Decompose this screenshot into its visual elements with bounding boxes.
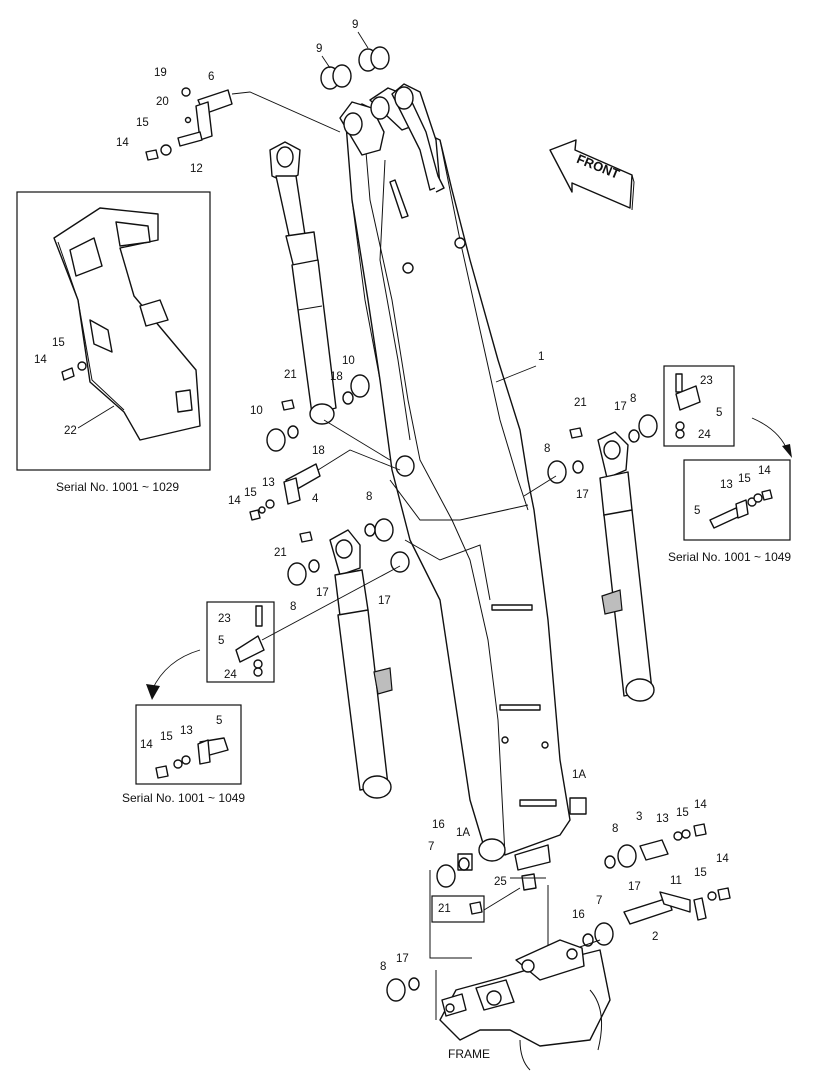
label-11: 11 <box>670 875 682 887</box>
label-19: 19 <box>154 67 167 79</box>
label-8a: 8 <box>366 491 372 503</box>
label-9a: 9 <box>316 43 322 55</box>
label-14a: 14 <box>116 137 129 149</box>
inset-box-bottom-serial: Serial No. 1001 ~ 1049 <box>122 704 245 805</box>
label-15d: 15 <box>738 473 751 485</box>
label-21d: 21 <box>438 903 451 915</box>
caption-frame: FRAME <box>448 1047 490 1061</box>
label-8b: 8 <box>290 601 296 613</box>
boom-assembly <box>339 83 571 871</box>
label-3: 3 <box>636 811 642 823</box>
washers-misc <box>261 374 658 641</box>
label-17f: 17 <box>396 953 409 965</box>
label-10b: 10 <box>250 405 263 417</box>
label-24b: 24 <box>224 669 237 681</box>
label-17e: 17 <box>628 881 641 893</box>
front-arrow: FRONT <box>549 139 635 211</box>
label-16a: 16 <box>432 819 445 831</box>
label-7a: 7 <box>428 841 434 853</box>
label-14e: 14 <box>140 739 153 751</box>
label-18b: 18 <box>312 445 325 457</box>
label-22: 22 <box>64 425 77 437</box>
top-pin-assembly <box>145 87 341 161</box>
label-5d: 5 <box>216 715 222 727</box>
pin-4-assembly <box>249 449 401 521</box>
label-17a: 17 <box>316 587 329 599</box>
label-15f: 15 <box>676 807 689 819</box>
label-13d: 13 <box>656 813 669 825</box>
caption-inset-left: Serial No. 1001 ~ 1029 <box>56 480 179 494</box>
label-10a: 10 <box>342 355 355 367</box>
label-15e: 15 <box>160 731 173 743</box>
boom-cylinder-left <box>329 529 393 799</box>
label-23b: 23 <box>218 613 231 625</box>
label-17b: 17 <box>378 595 391 607</box>
label-25: 25 <box>494 876 507 888</box>
label-4: 4 <box>312 493 319 505</box>
label-6: 6 <box>208 71 214 83</box>
label-2: 2 <box>652 931 658 943</box>
label-17d: 17 <box>576 489 589 501</box>
label-8f: 8 <box>380 961 386 973</box>
label-14g: 14 <box>716 853 729 865</box>
label-17c: 17 <box>614 401 627 413</box>
inset-pin-box-right <box>663 365 792 458</box>
label-24a: 24 <box>698 429 711 441</box>
label-23a: 23 <box>700 375 713 387</box>
label-14f: 14 <box>694 799 707 811</box>
label-1: 1 <box>538 351 544 363</box>
label-14d: 14 <box>758 465 771 477</box>
label-1a-top: 1A <box>572 769 586 781</box>
inset-pin-box-left <box>146 601 275 700</box>
label-5a: 5 <box>716 407 722 419</box>
label-15a: 15 <box>136 117 149 129</box>
label-5b: 5 <box>694 505 700 517</box>
part-labels: 1 9 9 19 6 20 15 14 12 15 14 22 21 10 18… <box>34 19 771 973</box>
inset-box-right-serial: Serial No. 1001 ~ 1049 <box>668 459 791 564</box>
washers-9 <box>320 46 390 90</box>
label-18a: 18 <box>330 371 343 383</box>
label-1a-bot: 1A <box>456 827 470 839</box>
caption-inset-right: Serial No. 1001 ~ 1049 <box>668 550 791 564</box>
label-21b: 21 <box>274 547 287 559</box>
arm-cylinder-upper <box>269 141 337 425</box>
label-16b: 16 <box>572 909 585 921</box>
label-21a: 21 <box>284 369 297 381</box>
label-8d: 8 <box>544 443 550 455</box>
label-15b: 15 <box>52 337 65 349</box>
label-13b: 13 <box>720 479 733 491</box>
label-13a: 13 <box>262 477 275 489</box>
label-5c: 5 <box>218 635 224 647</box>
label-13c: 13 <box>180 725 193 737</box>
label-7b: 7 <box>596 895 602 907</box>
foot-pin-assembly <box>386 797 731 1002</box>
label-14c: 14 <box>228 495 241 507</box>
frame-outline: FRAME <box>429 870 611 1071</box>
label-8c: 8 <box>630 393 636 405</box>
label-15c: 15 <box>244 487 257 499</box>
label-12: 12 <box>190 163 203 175</box>
label-20: 20 <box>156 96 169 108</box>
label-14b: 14 <box>34 354 47 366</box>
label-15g: 15 <box>694 867 707 879</box>
label-9b: 9 <box>352 19 358 31</box>
label-8e: 8 <box>612 823 618 835</box>
caption-inset-bottom: Serial No. 1001 ~ 1049 <box>122 791 245 805</box>
inset-guard-box: Serial No. 1001 ~ 1029 <box>16 191 211 494</box>
boom-cylinder-right <box>597 431 655 702</box>
label-21c: 21 <box>574 397 587 409</box>
